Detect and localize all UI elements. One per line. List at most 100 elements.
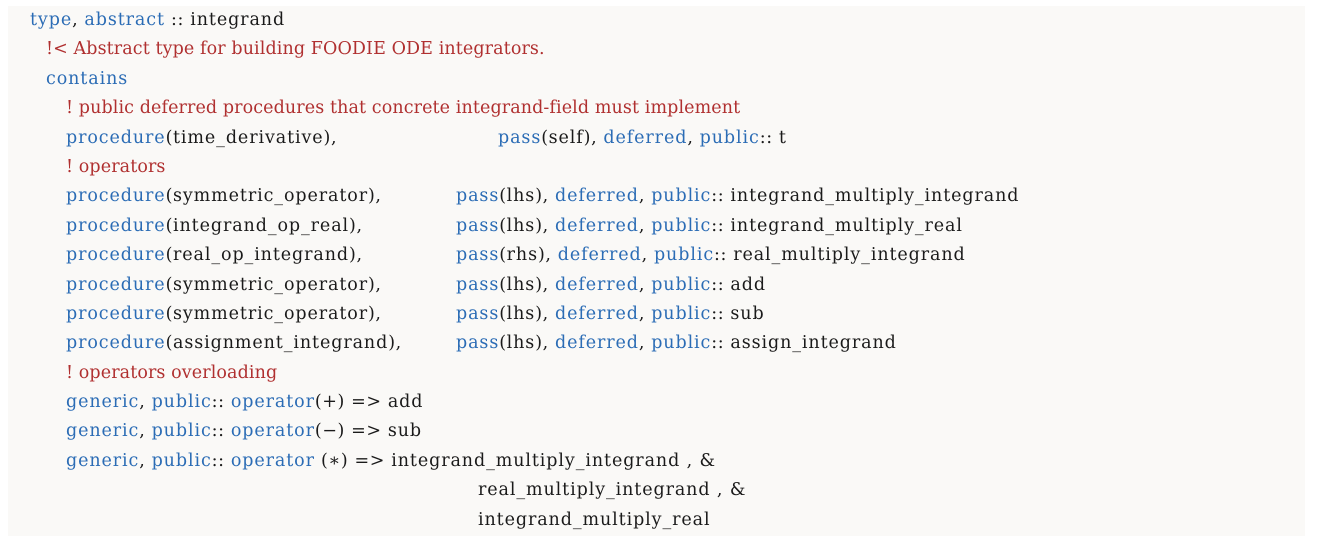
line-type-decl: type, abstract :: integrand xyxy=(8,6,1305,35)
code-token: ), xyxy=(368,186,382,207)
code-token: , xyxy=(638,274,652,295)
code-token: ( xyxy=(541,127,549,148)
code-token: procedure xyxy=(66,333,166,354)
code-token: type xyxy=(30,10,73,30)
code-token: :: xyxy=(714,245,734,266)
code-token: lhs xyxy=(506,186,536,207)
code-token: rhs xyxy=(506,245,538,266)
code-token: , xyxy=(139,450,152,471)
code-token: public xyxy=(651,274,712,295)
code-token: ), xyxy=(535,303,555,324)
code-token: operator xyxy=(230,450,315,471)
code-token: pass xyxy=(456,303,500,324)
code-token: public xyxy=(653,245,715,266)
code-token: ), xyxy=(349,245,363,266)
code-token: pass xyxy=(456,333,500,354)
line-contains-text: contains xyxy=(46,65,128,94)
line-continuation-integrand-multiply-real-text: integrand_multiply_real xyxy=(478,506,710,535)
code-token: lhs xyxy=(506,333,536,354)
line-proc-time-derivative-col-0: procedure(time_derivative), xyxy=(66,124,337,153)
line-comment-public-deferred: ! public deferred procedures that concre… xyxy=(8,94,1305,123)
code-token: procedure xyxy=(66,303,166,324)
code-token: , xyxy=(139,421,152,442)
code-token: deferred xyxy=(554,274,639,295)
code-token: , xyxy=(638,186,652,207)
code-token: deferred xyxy=(554,303,639,324)
code-token: integrand_multiply_integrand , & xyxy=(391,450,717,471)
line-proc-symmetric-add-col-1: pass(lhs), deferred, public:: add xyxy=(456,271,766,300)
code-token: public xyxy=(651,303,712,324)
code-token: generic xyxy=(66,450,140,471)
line-proc-time-derivative-col-1: pass(self), deferred, public:: t xyxy=(498,124,787,153)
code-token: , xyxy=(638,215,652,236)
code-token: public xyxy=(651,215,712,236)
code-token: pass xyxy=(456,274,500,295)
code-token: :: xyxy=(711,215,731,236)
line-doc-comment-text: !< Abstract type for building FOODIE ODE… xyxy=(46,35,545,64)
line-proc-symmetric-mul-integrand-col-0: procedure(symmetric_operator), xyxy=(66,182,382,211)
code-listing-block: type, abstract :: integrand!< Abstract t… xyxy=(8,6,1305,536)
line-generic-operator-minus: generic, public:: operator(−) => sub xyxy=(8,417,1305,446)
code-token: :: xyxy=(711,274,731,295)
line-proc-real-op-integrand: procedure(real_op_integrand),pass(rhs), … xyxy=(8,241,1305,270)
line-generic-operator-star: generic, public:: operator (∗) => integr… xyxy=(8,447,1305,476)
line-generic-operator-plus: generic, public:: operator(+) => add xyxy=(8,388,1305,417)
code-token: ), xyxy=(583,127,604,148)
line-doc-comment: !< Abstract type for building FOODIE ODE… xyxy=(8,35,1305,64)
line-generic-operator-minus-text: generic, public:: operator(−) => sub xyxy=(66,417,422,446)
code-token: , xyxy=(72,10,85,30)
line-proc-assignment-integrand-col-1: pass(lhs), deferred, public:: assign_int… xyxy=(456,329,897,358)
code-token: (+) xyxy=(314,392,352,413)
line-comment-public-deferred-text: ! public deferred procedures that concre… xyxy=(66,94,740,123)
line-comment-operators: ! operators xyxy=(8,153,1305,182)
code-token: pass xyxy=(498,127,542,148)
code-token: public xyxy=(151,421,212,442)
code-token: ), xyxy=(323,127,338,148)
code-token: public xyxy=(151,392,212,413)
code-token: ( xyxy=(165,215,173,236)
code-token: ( xyxy=(499,333,507,354)
code-token: real_multiply_integrand , & xyxy=(478,480,747,501)
code-token: operator xyxy=(230,421,315,442)
code-token: => xyxy=(351,392,388,413)
line-proc-assignment-integrand-col-0: procedure(assignment_integrand), xyxy=(66,329,402,358)
code-token: (−) xyxy=(314,421,352,442)
line-proc-symmetric-sub-col-0: procedure(symmetric_operator), xyxy=(66,300,382,329)
code-token: :: xyxy=(711,303,731,324)
code-token: lhs xyxy=(506,303,536,324)
code-token: ! public deferred procedures that concre… xyxy=(66,98,741,119)
code-token: ), xyxy=(535,274,555,295)
code-token: ( xyxy=(165,274,173,295)
code-token: ), xyxy=(535,215,555,236)
code-token: public xyxy=(151,450,212,471)
line-comment-operators-overloading: ! operators overloading xyxy=(8,359,1305,388)
code-token: symmetric_operator xyxy=(173,303,368,324)
code-token: abstract xyxy=(84,10,165,30)
code-token: ), xyxy=(349,215,363,236)
code-token: assignment_integrand xyxy=(173,333,389,354)
line-proc-symmetric-sub-col-1: pass(lhs), deferred, public:: sub xyxy=(456,300,765,329)
line-proc-integrand-op-real-col-0: procedure(integrand_op_real), xyxy=(66,212,363,241)
code-token: sub xyxy=(730,303,765,324)
code-token: ( xyxy=(499,245,507,266)
code-token: lhs xyxy=(506,215,536,236)
code-token: sub xyxy=(387,421,422,442)
code-token: deferred xyxy=(557,245,642,266)
code-token: integrand_multiply_real xyxy=(730,215,963,236)
code-token: , xyxy=(687,127,700,148)
code-token: ), xyxy=(368,303,382,324)
code-token: self xyxy=(548,127,584,148)
code-token: deferred xyxy=(603,127,688,148)
line-proc-symmetric-mul-integrand-col-1: pass(lhs), deferred, public:: integrand_… xyxy=(456,182,1019,211)
line-type-decl-text: type, abstract :: integrand xyxy=(30,6,285,35)
code-token: , xyxy=(139,392,152,413)
line-generic-operator-plus-text: generic, public:: operator(+) => add xyxy=(66,388,423,417)
code-token: ( xyxy=(165,245,173,266)
code-token: generic xyxy=(66,421,140,442)
code-token: ( xyxy=(499,274,507,295)
code-token: symmetric_operator xyxy=(173,186,368,207)
line-proc-integrand-op-real-col-1: pass(lhs), deferred, public:: integrand_… xyxy=(456,212,963,241)
line-proc-time-derivative: procedure(time_derivative), pass(self), d… xyxy=(8,124,1305,153)
code-token: public xyxy=(651,333,712,354)
code-token: :: xyxy=(211,392,231,413)
